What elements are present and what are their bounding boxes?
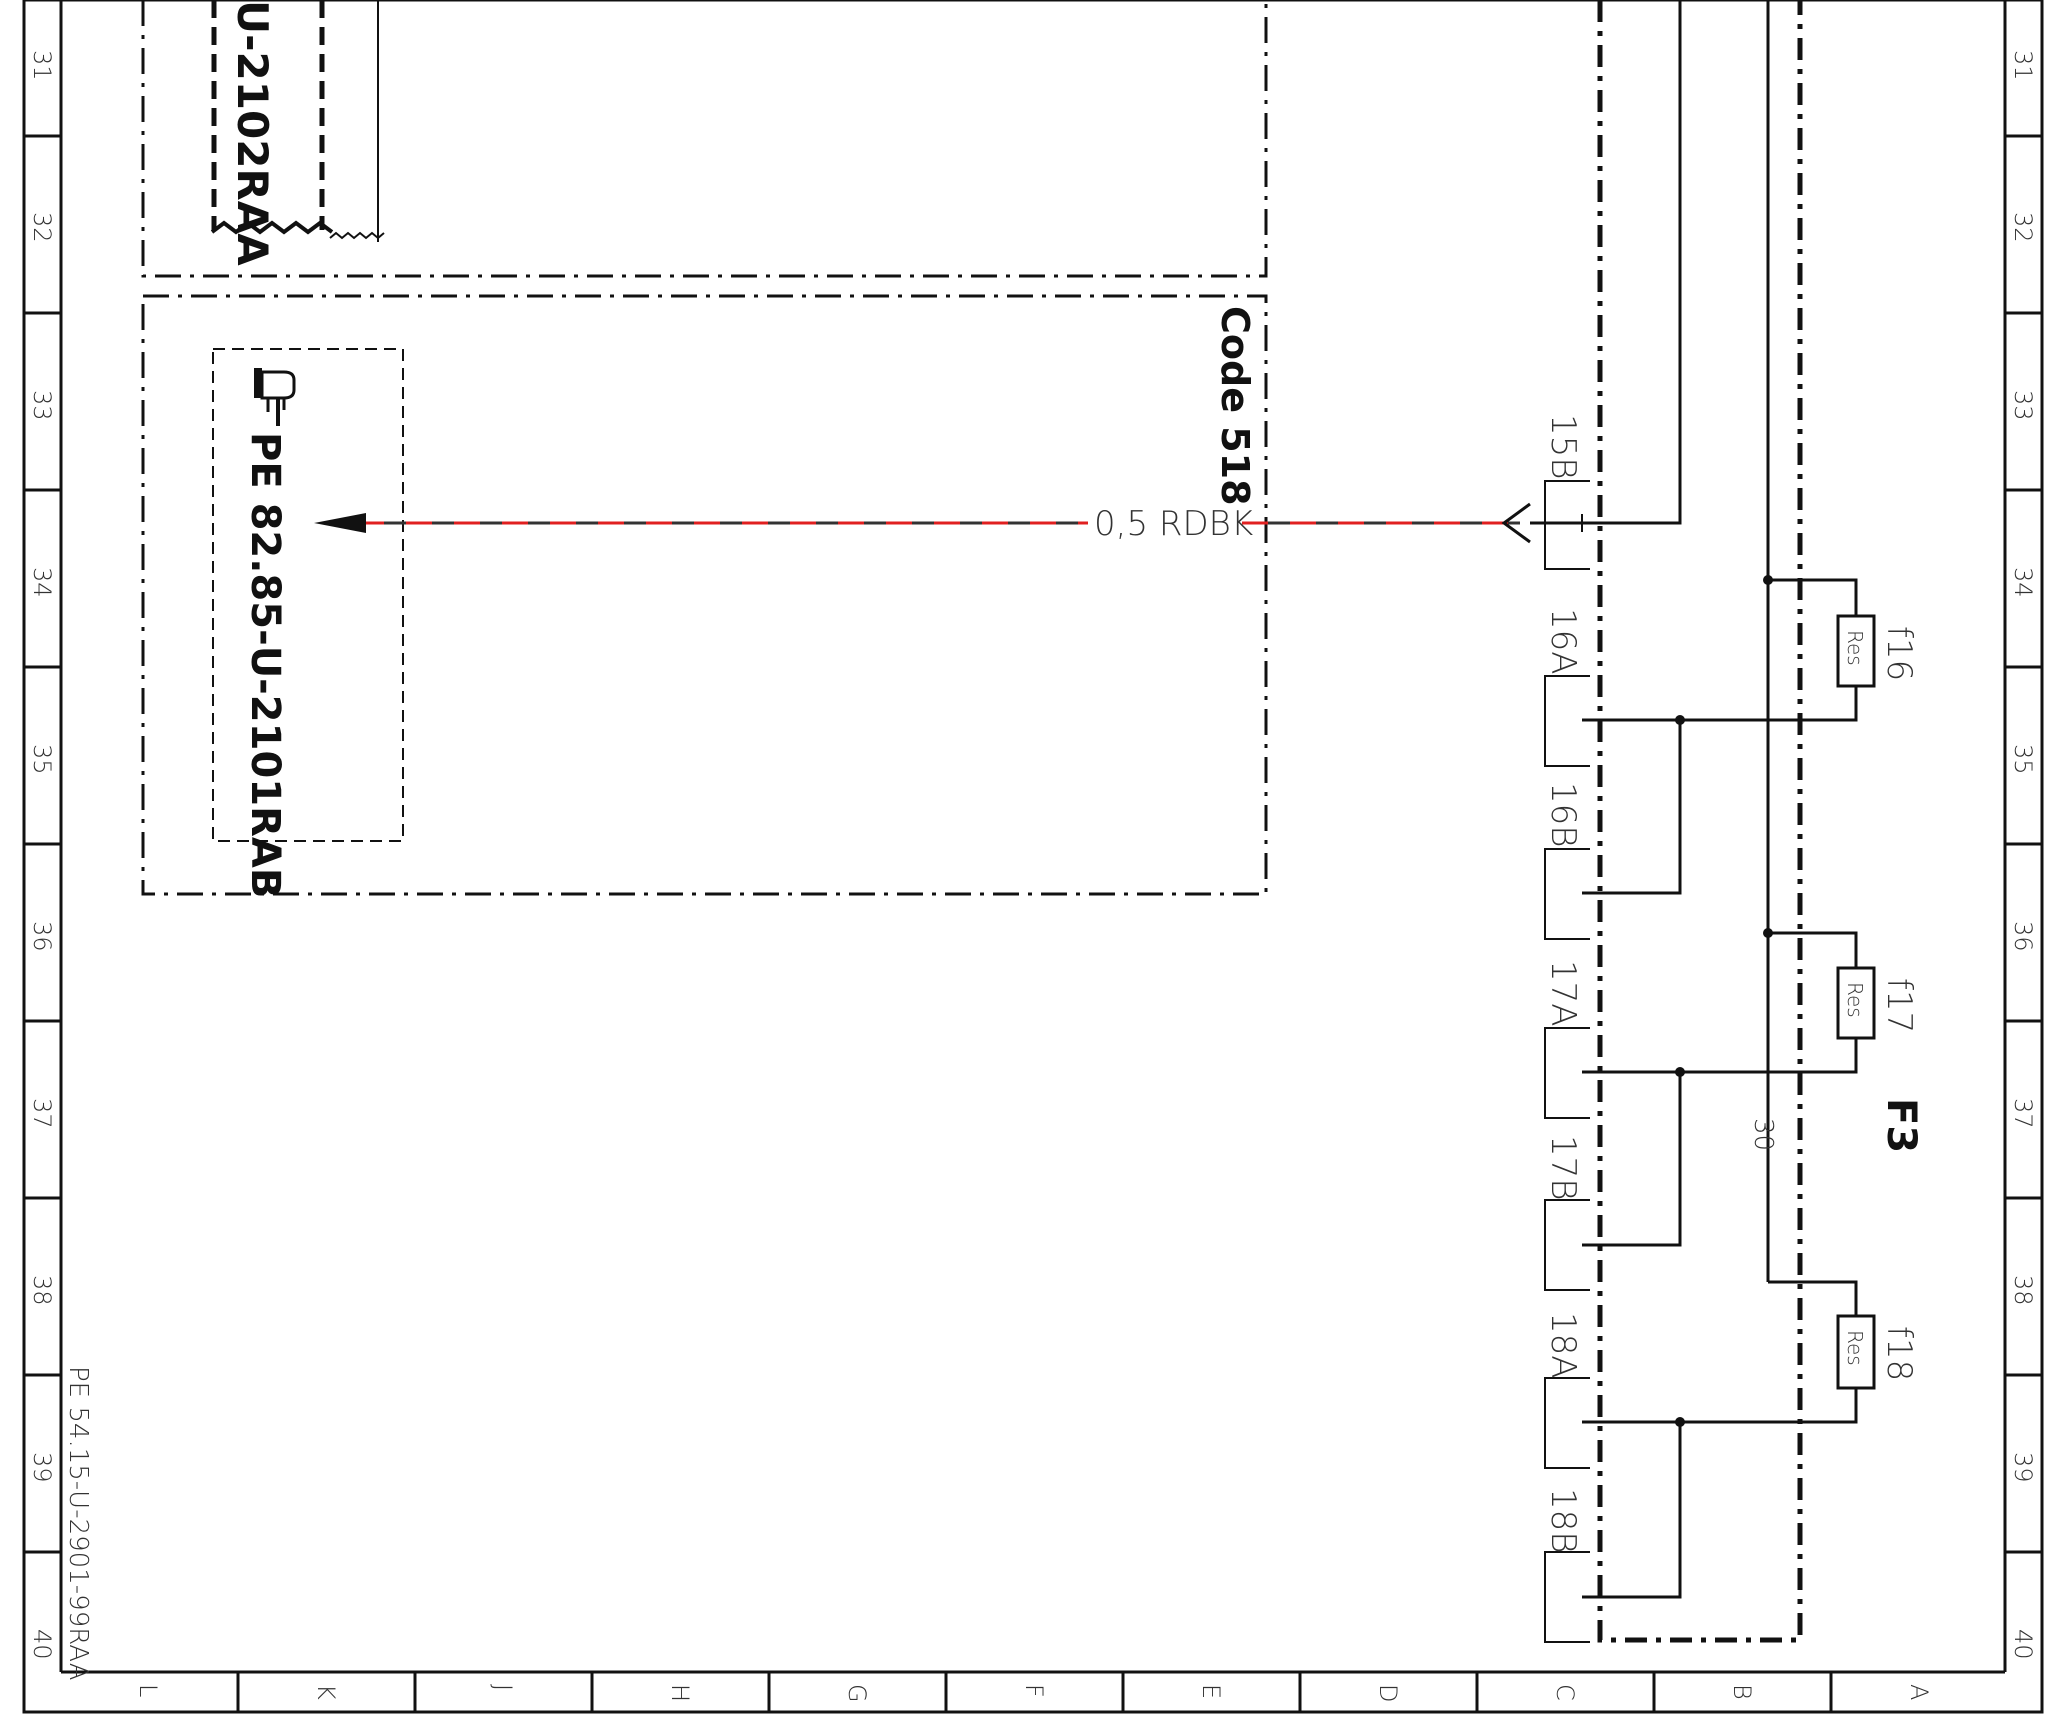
connector-label: 15B	[1543, 414, 1583, 480]
row-label-left: 33	[28, 390, 56, 421]
row-label-right: 37	[2009, 1098, 2037, 1129]
row-label-right: 39	[2009, 1452, 2037, 1483]
column-label: C	[1551, 1684, 1579, 1701]
column-label: K	[312, 1684, 340, 1700]
pointing-hand-icon	[254, 368, 296, 426]
upper-component-box	[141, 0, 1268, 278]
column-label: D	[1374, 1684, 1402, 1702]
code-518-box	[141, 294, 1268, 896]
row-label-right: 40	[2009, 1629, 2037, 1660]
connector-labels: 15B 16A 16B 17A 17B 18A 18B	[1543, 414, 1583, 1554]
row-label-right: 35	[2009, 744, 2037, 775]
fuse-f17: Res f17	[1800, 931, 1919, 1074]
column-label: G	[843, 1684, 871, 1703]
column-label: A	[1905, 1684, 1933, 1700]
connector-label: 17A	[1543, 960, 1583, 1027]
row-label-right: 34	[2009, 567, 2037, 598]
row-labels-right: 31 32 33 34 35 36 37 38 39 40	[2009, 50, 2037, 1660]
row-label-right: 33	[2009, 390, 2037, 421]
fuse-body-label: Res	[1843, 630, 1867, 666]
connector-label: 17B	[1543, 1135, 1583, 1201]
column-label: B	[1728, 1684, 1756, 1700]
row-label-left: 39	[28, 1452, 56, 1483]
internal-wiring	[1604, 0, 1800, 1599]
row-label-left: 31	[28, 50, 56, 81]
wire-label: 0,5 RDBK	[1094, 504, 1253, 544]
row-separators	[24, 134, 2042, 1554]
arrowhead-icon	[314, 513, 366, 533]
column-label: J	[489, 1684, 517, 1691]
bus-label: 30	[1748, 1118, 1778, 1151]
connector-label: 18A	[1543, 1312, 1583, 1379]
column-label: L	[134, 1684, 162, 1697]
fuse-id-label: f16	[1879, 626, 1919, 681]
column-separators	[236, 1672, 1833, 1712]
reference-box	[212, 348, 404, 842]
connector-pins	[1544, 480, 1590, 1643]
row-label-right: 38	[2009, 1275, 2037, 1306]
outer-frame	[22, 0, 2044, 1714]
row-labels-left: 31 32 33 34 35 36 37 38 39 40	[28, 50, 56, 1660]
fuse-block-frame	[1597, 0, 1803, 1643]
row-label-left: 32	[28, 212, 56, 243]
fuse-body-label: Res	[1843, 982, 1867, 1018]
column-label: F	[1020, 1684, 1048, 1698]
top-reference-connector: U-2102RAA	[210, 0, 385, 266]
connector-label: 16B	[1543, 782, 1583, 848]
fuse-id-label: f17	[1879, 978, 1919, 1033]
connector-label: 18B	[1543, 1488, 1583, 1554]
row-label-left: 34	[28, 567, 56, 598]
row-label-left: 35	[28, 744, 56, 775]
column-label: E	[1197, 1684, 1225, 1699]
fuse-block-label: F3	[1878, 1098, 1924, 1153]
row-label-right: 31	[2009, 50, 2037, 81]
sheet-reference: PE 54.15-U-2901-99RAA	[63, 1366, 93, 1681]
fuse-body-label: Res	[1843, 1330, 1867, 1366]
row-label-left: 38	[28, 1275, 56, 1306]
connector-receptacle-symbol	[1501, 502, 1531, 544]
column-labels: L K J H G F E D C B A	[134, 1684, 1933, 1703]
top-reference-label: U-2102RAA	[228, 0, 277, 266]
row-label-left: 37	[28, 1098, 56, 1129]
column-label: H	[666, 1684, 694, 1702]
reference-main-label: PE 82.85-U-2101RAB	[242, 432, 288, 898]
code-box-label: Code 518	[1213, 306, 1257, 506]
connector-label: 16A	[1543, 608, 1583, 675]
row-label-right: 32	[2009, 212, 2037, 243]
row-label-right: 36	[2009, 921, 2037, 952]
fuse-f16: Res f16	[1800, 578, 1919, 722]
pin-ticks	[1581, 514, 1604, 1599]
fuse-id-label: f18	[1879, 1326, 1919, 1381]
fuse-f18: Res f18	[1800, 1280, 1919, 1424]
row-label-left: 36	[28, 921, 56, 952]
row-label-left: 40	[28, 1629, 56, 1660]
